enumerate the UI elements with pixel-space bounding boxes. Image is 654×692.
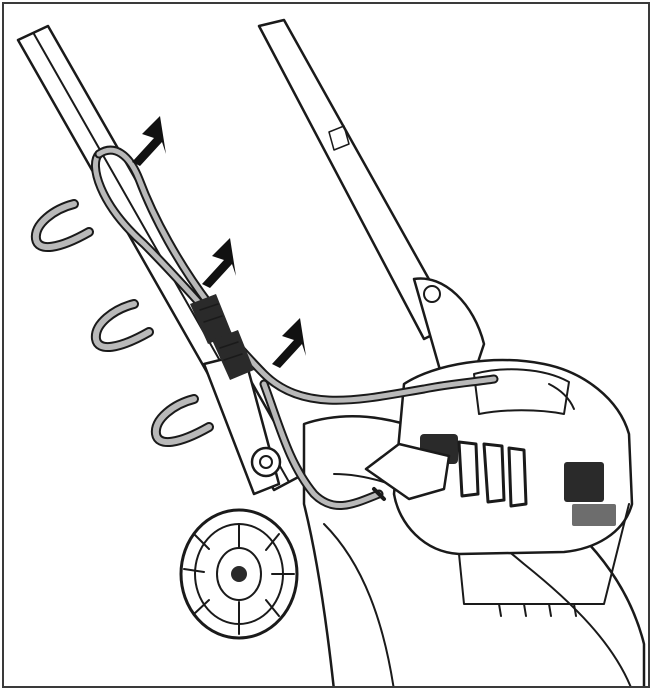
cable-clip-1	[30, 199, 94, 253]
mower-cable-routing-illustration	[16, 18, 646, 686]
cable-clip-2	[90, 299, 154, 353]
cable-clip-3	[150, 394, 214, 448]
pointer-arrow-3	[272, 318, 306, 368]
power-cable	[91, 145, 499, 511]
battery-indicator	[564, 462, 604, 502]
rear-wheel	[179, 508, 299, 640]
cable-connector	[190, 294, 254, 380]
height-adjust-knob	[250, 446, 282, 478]
pointer-arrow-2	[202, 238, 236, 288]
cable-tray	[364, 442, 451, 501]
pointer-arrow-1	[132, 116, 166, 166]
battery-pack	[392, 358, 634, 617]
right-handle-bar	[257, 18, 486, 386]
